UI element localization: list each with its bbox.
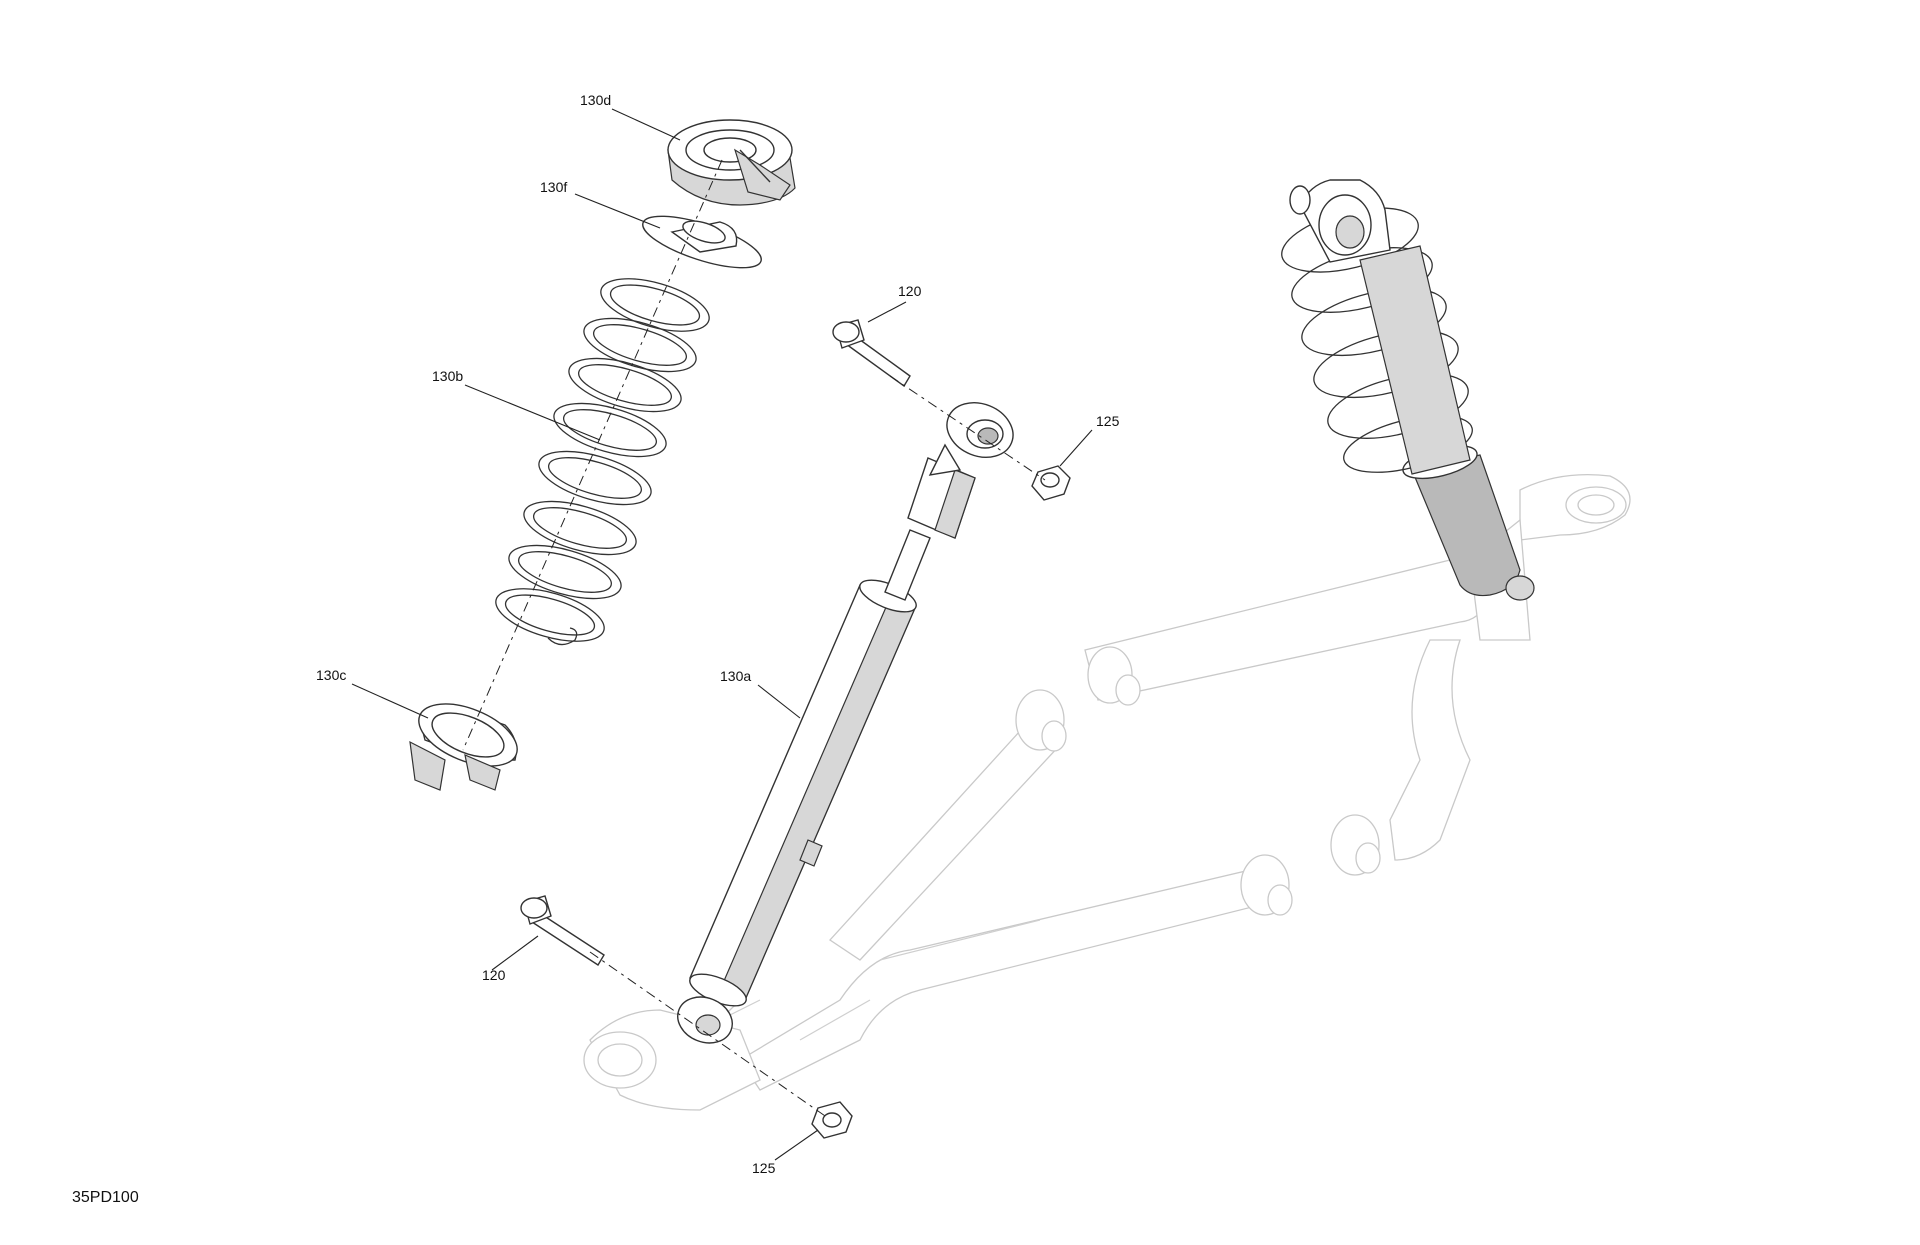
callout-130b: 130b [432, 368, 463, 384]
callout-130f: 130f [540, 179, 567, 195]
callout-130d: 130d [580, 92, 611, 108]
leader-lines [351, 108, 1093, 1161]
coil-spring-130b [495, 278, 710, 646]
damper-130a [677, 402, 1014, 1044]
assembly-axes [462, 159, 1046, 1119]
bolt-120-bottom [520, 895, 605, 966]
figure-id: 35PD100 [72, 1189, 139, 1206]
callout-125-bottom: 125 [752, 1160, 776, 1176]
spring-retainer-130d [667, 119, 796, 206]
spring-seat-130c [409, 703, 518, 791]
spring-plate-130f [642, 215, 762, 269]
nut-125-top [1031, 465, 1071, 501]
callout-130a: 130a [720, 668, 751, 684]
bolt-120-top [832, 319, 911, 388]
nut-125-bottom [811, 1101, 853, 1139]
callout-125-top: 125 [1096, 413, 1120, 429]
callout-labels: 130d 130f 130b 130c 130a 120 125 120 125 [316, 92, 1120, 1176]
callout-130c: 130c [316, 667, 346, 683]
callout-120-bottom: 120 [482, 967, 506, 983]
callout-120-top: 120 [898, 283, 922, 299]
assembled-shock-absorber [1281, 179, 1535, 601]
